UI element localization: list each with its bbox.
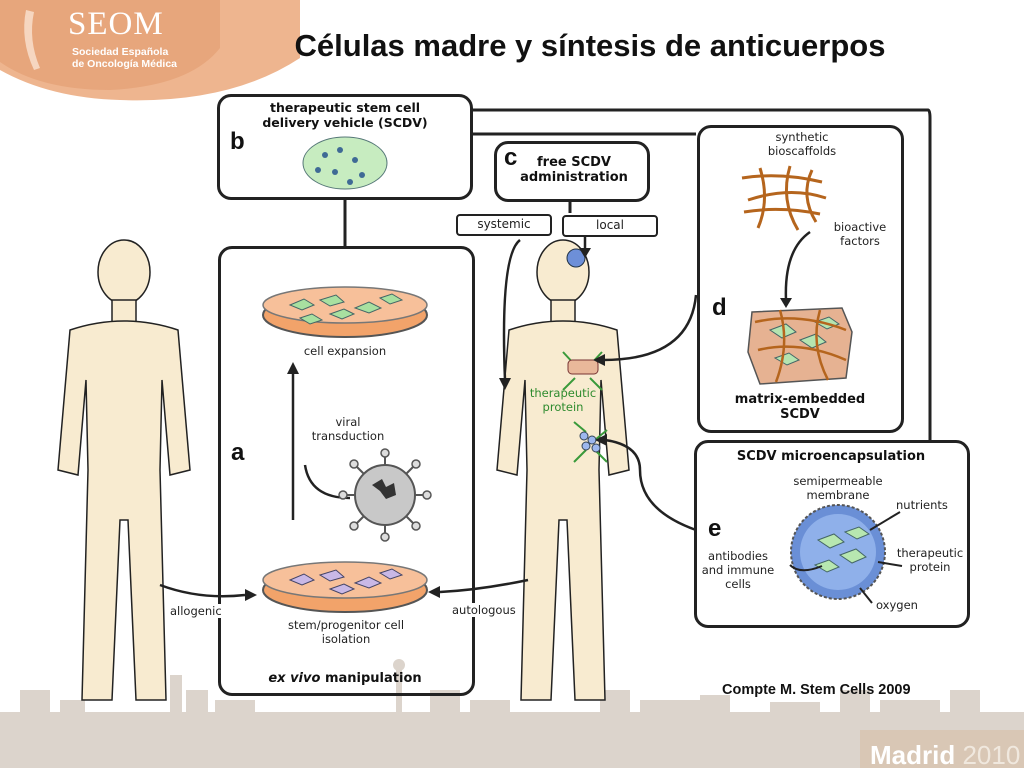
semipermeable-membrane-label: semipermeable membrane xyxy=(780,474,896,502)
antibodies-label: antibodies and immune cells xyxy=(694,549,782,591)
panel-b-letter: b xyxy=(230,128,245,155)
panel-e-title: SCDV microencapsulation xyxy=(736,449,926,464)
panel-b-title: therapeutic stem cell delivery vehicle (… xyxy=(217,100,473,130)
panel-a-letter: a xyxy=(231,439,245,466)
footer-city-year: Madrid 2010 xyxy=(870,740,1020,771)
panel-c-letter: c xyxy=(504,144,518,171)
matrix-embedded-line1: matrix-embedded xyxy=(734,392,866,407)
panel-c-title-line1: free SCDV xyxy=(537,155,611,170)
panel-c-title-line2: administration xyxy=(520,170,628,185)
autologous-label: autologous xyxy=(452,603,516,617)
allogenic-label: allogenic xyxy=(170,604,222,618)
ex-vivo-em: ex vivo xyxy=(268,671,321,686)
matrix-embedded-scdv-art xyxy=(747,307,853,385)
nutrients-label: nutrients xyxy=(896,498,948,512)
synthetic-bioscaffolds-line1: synthetic xyxy=(775,130,829,144)
antibodies-line2: and immune xyxy=(701,563,775,577)
matrix-embedded-line2: SCDV xyxy=(780,407,820,422)
synthetic-bioscaffolds-label: synthetic bioscaffolds xyxy=(740,130,864,158)
panel-c-box xyxy=(494,141,650,202)
logo-band-inner xyxy=(0,0,220,90)
panel-d-letter: d xyxy=(712,294,727,321)
matrix-embedded-scdv-label: matrix-embedded SCDV xyxy=(710,392,890,422)
membrane-line1: semipermeable xyxy=(793,474,883,488)
ex-vivo-rest: manipulation xyxy=(320,671,422,686)
synthetic-bioscaffold xyxy=(741,165,827,231)
route-arrows xyxy=(159,230,811,598)
capsule-protein-line1: therapeutic xyxy=(896,546,964,560)
isolation-label: stem/progenitor cell isolation xyxy=(262,618,430,646)
footer-band xyxy=(860,730,1024,768)
antibodies-line3: cells xyxy=(725,577,751,591)
isolation-line2: isolation xyxy=(321,632,371,646)
route-tag-local: local xyxy=(562,215,658,237)
therapeutic-protein-figure-label: therapeutic protein xyxy=(522,386,604,414)
oxygen-label: oxygen xyxy=(876,598,918,612)
capsule-protein-line2: protein xyxy=(909,560,951,574)
culture-dish-top xyxy=(262,286,428,338)
panel-b-box xyxy=(217,94,473,200)
logo-subtitle-line2: de Oncología Médica xyxy=(72,58,178,70)
slide-title: Células madre y síntesis de anticuerpos xyxy=(294,28,886,63)
antibodies-line1: antibodies xyxy=(708,549,768,563)
panel-a-box xyxy=(218,246,475,696)
viral-vector xyxy=(338,448,432,542)
panel-e-letter: e xyxy=(708,515,722,542)
panel-c-title: free SCDV administration xyxy=(500,155,648,185)
therapeutic-figure-line1: therapeutic xyxy=(529,386,597,400)
panel-b-title-line2: delivery vehicle (SCDV) xyxy=(262,115,428,130)
cell-expansion-label: cell expansion xyxy=(303,344,387,358)
membrane-line2: membrane xyxy=(806,488,870,502)
logo-swoosh xyxy=(24,10,40,70)
footer-year: 2010 xyxy=(962,740,1021,770)
panel-d-box xyxy=(697,125,904,433)
logo-subtitle: Sociedad Española de Oncología Médica xyxy=(72,46,212,70)
capsule-therapeutic-protein-label: therapeutic protein xyxy=(890,546,970,574)
city-skyline xyxy=(0,659,1024,768)
arrowheads xyxy=(245,248,792,601)
citation: Compte M. Stem Cells 2009 xyxy=(722,682,911,698)
viral-transduction-label: viral transduction xyxy=(300,415,396,443)
logo-subtitle-line1: Sociedad Española xyxy=(72,46,169,58)
right-human-figure xyxy=(496,239,630,701)
connector-lines xyxy=(343,108,932,440)
viral-transduction-line1: viral xyxy=(335,415,361,429)
capsule-arrows xyxy=(789,511,903,604)
culture-dish-bottom xyxy=(262,561,428,613)
panel-b-title-line1: therapeutic stem cell xyxy=(269,100,421,115)
scdv-cell-cluster xyxy=(302,136,388,190)
left-human-figure xyxy=(57,239,191,701)
bioactive-factors-line2: factors xyxy=(840,234,880,248)
capsule-implant xyxy=(579,431,601,453)
scaffold-implant xyxy=(567,359,599,375)
bioactive-factors-line1: bioactive xyxy=(833,220,887,234)
microcapsule-art xyxy=(790,504,886,600)
viral-transduction-line2: transduction xyxy=(311,429,385,443)
panel-e-box xyxy=(694,440,970,628)
footer-city: Madrid xyxy=(870,740,956,770)
bioactive-factors-label: bioactive factors xyxy=(820,220,900,248)
isolation-line1: stem/progenitor cell xyxy=(287,618,405,632)
route-tag-systemic: systemic xyxy=(456,214,552,236)
synthetic-bioscaffolds-line2: bioscaffolds xyxy=(767,144,837,158)
ex-vivo-label: ex vivo manipulation xyxy=(230,671,460,686)
therapeutic-figure-line2: protein xyxy=(542,400,584,414)
logo-name: SEOM xyxy=(68,6,164,42)
